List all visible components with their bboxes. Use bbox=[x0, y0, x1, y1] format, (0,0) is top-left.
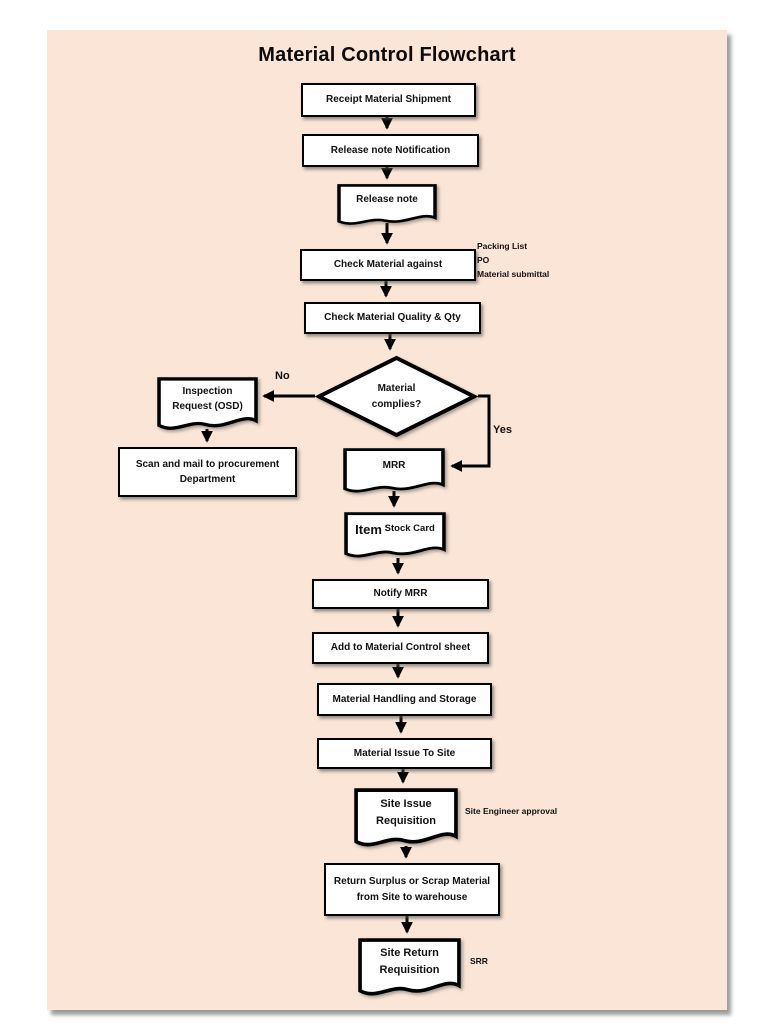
node-label-big: Item bbox=[355, 521, 382, 537]
flow-node-item-stock-card: Item Stock Card bbox=[344, 512, 446, 561]
node-label: MRR bbox=[382, 459, 406, 471]
node-label: Notify MRR bbox=[373, 588, 428, 600]
flow-node-add-to-material-control: Add to Material Control sheet bbox=[312, 632, 489, 664]
node-label: Release note Notification bbox=[330, 144, 451, 156]
flow-node-material-issue-to-site: Material Issue To Site bbox=[317, 738, 492, 769]
node-label: Inspection Request (OSD) bbox=[172, 385, 243, 413]
node-label: Check Material against bbox=[333, 259, 443, 271]
annotation-material-submittal: Material submittal bbox=[477, 269, 550, 279]
node-label: Release note bbox=[356, 194, 418, 206]
check-material-reference-list: Packing List PO Material submittal bbox=[477, 239, 549, 281]
annotation-po: PO bbox=[477, 255, 490, 265]
page-title: Material Control Flowchart bbox=[258, 44, 516, 66]
node-label-small: Stock Card bbox=[384, 523, 435, 535]
flow-node-scan-and-mail: Scan and mail to procurement Department bbox=[118, 447, 297, 497]
flow-node-material-handling-storage: Material Handling and Storage bbox=[317, 683, 492, 716]
document-shape-icon bbox=[157, 377, 258, 430]
flow-node-check-material-quality: Check Material Quality & Qty bbox=[304, 302, 481, 334]
node-label: Scan and mail to procurement Department bbox=[135, 458, 280, 486]
flow-node-inspection-request-osd: Inspection Request (OSD) bbox=[157, 377, 258, 434]
document-shape-icon bbox=[337, 184, 437, 225]
flow-node-check-material-against: Check Material against bbox=[300, 249, 476, 281]
document-shape-icon bbox=[344, 512, 446, 558]
annotation-packing-list: Packing List bbox=[477, 241, 528, 251]
document-shape-icon bbox=[358, 938, 461, 996]
node-label: Item Stock Card bbox=[344, 512, 446, 547]
flow-node-notify-mrr: Notify MRR bbox=[312, 579, 489, 609]
node-label: Material complies? bbox=[371, 382, 422, 410]
flow-node-site-return-requisition: Site Return Requisition bbox=[358, 938, 461, 1000]
node-label: Check Material Quality & Qty bbox=[324, 312, 461, 324]
flow-node-receipt-material-shipment: Receipt Material Shipment bbox=[301, 83, 476, 117]
node-label: Add to Material Control sheet bbox=[330, 642, 471, 654]
decision-diamond-icon bbox=[315, 355, 478, 438]
node-label: Return Surplus or Scrap Material from Si… bbox=[333, 876, 491, 903]
flow-node-mrr: MRR bbox=[343, 448, 445, 496]
flow-node-site-issue-requisition: Site Issue Requisition bbox=[354, 788, 458, 851]
document-shape-icon bbox=[354, 788, 458, 847]
node-label: Site Issue Requisition bbox=[376, 797, 436, 827]
edge-label-no: No bbox=[275, 370, 290, 382]
flow-node-release-note-notification: Release note Notification bbox=[302, 134, 479, 167]
annotation-site-engineer-approval: Site Engineer approval bbox=[465, 806, 558, 816]
annotation-srr: SRR bbox=[470, 956, 488, 966]
document-page: Material Control Flowchart bbox=[47, 30, 727, 1010]
document-shape-icon bbox=[343, 448, 445, 493]
node-label: Site Return Requisition bbox=[379, 947, 440, 977]
flow-node-return-surplus: Return Surplus or Scrap Material from Si… bbox=[324, 863, 500, 916]
node-label: Receipt Material Shipment bbox=[325, 94, 452, 106]
edge-label-yes: Yes bbox=[493, 424, 512, 436]
node-label: Material Handling and Storage bbox=[332, 693, 477, 705]
flow-node-release-note: Release note bbox=[337, 184, 437, 228]
flow-node-material-complies: Material complies? bbox=[315, 355, 478, 438]
node-label: Material Issue To Site bbox=[353, 747, 456, 759]
